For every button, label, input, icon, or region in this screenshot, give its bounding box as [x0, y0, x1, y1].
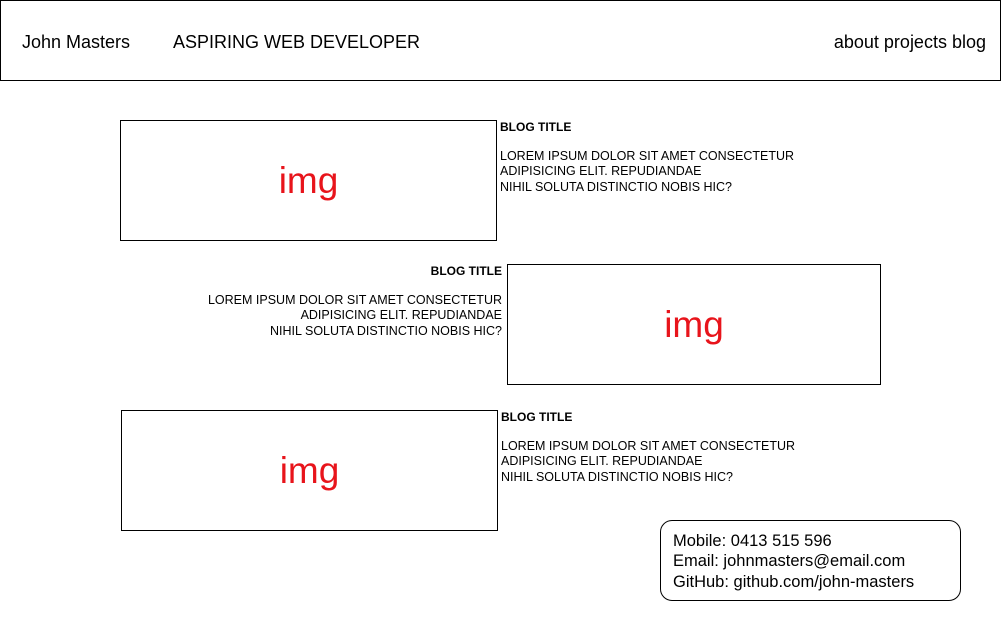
- image-placeholder-label: img: [664, 303, 724, 345]
- site-owner-name: John Masters: [22, 32, 131, 52]
- blog-post-excerpt-line: ADIPISICING ELIT. REPUDIANDAE: [501, 454, 703, 468]
- blog-post-text: BLOG TITLE LOREM IPSUM DOLOR SIT AMET CO…: [500, 120, 794, 195]
- nav-link-blog[interactable]: blog: [951, 32, 986, 52]
- site-header: John Masters ASPIRING WEB DEVELOPER abou…: [0, 0, 1001, 81]
- blog-post-title[interactable]: BLOG TITLE: [430, 264, 502, 278]
- blog-post-image: img: [120, 120, 497, 241]
- blog-post-excerpt-line: LOREM IPSUM DOLOR SIT AMET CONSECTETUR: [500, 148, 795, 163]
- image-placeholder-label: img: [278, 159, 339, 201]
- blog-post-excerpt-line: LOREM IPSUM DOLOR SIT AMET CONSECTETUR: [207, 292, 502, 307]
- image-placeholder-label: img: [279, 449, 340, 491]
- main-nav: about projects blog: [834, 32, 986, 53]
- blog-post-text: BLOG TITLE LOREM IPSUM DOLOR SIT AMET CO…: [501, 410, 795, 485]
- blog-post-title[interactable]: BLOG TITLE: [500, 120, 572, 134]
- blog-post-text: BLOG TITLE LOREM IPSUM DOLOR SIT AMET CO…: [180, 264, 502, 339]
- contact-email[interactable]: Email: johnmasters@email.com: [673, 552, 906, 570]
- site-tagline: ASPIRING WEB DEVELOPER: [173, 32, 421, 52]
- blog-post-image: img: [507, 264, 881, 385]
- blog-post-title[interactable]: BLOG TITLE: [501, 410, 573, 424]
- blog-post-excerpt-line: NIHIL SOLUTA DISTINCTIO NOBIS HIC?: [500, 179, 732, 194]
- nav-link-projects[interactable]: projects: [883, 32, 947, 52]
- contact-github[interactable]: GitHub: github.com/john-masters: [673, 573, 915, 591]
- blog-post-image: img: [121, 410, 498, 531]
- blog-post-excerpt-line: NIHIL SOLUTA DISTINCTIO NOBIS HIC?: [270, 323, 502, 338]
- blog-post-excerpt-line: ADIPISICING ELIT. REPUDIANDAE: [500, 164, 702, 178]
- contact-card: Mobile: 0413 515 596 Email: johnmasters@…: [660, 520, 961, 601]
- nav-link-about[interactable]: about: [833, 32, 879, 52]
- contact-mobile: Mobile: 0413 515 596: [673, 532, 832, 550]
- blog-post-excerpt-line: LOREM IPSUM DOLOR SIT AMET CONSECTETUR: [501, 438, 796, 453]
- blog-post-excerpt-line: ADIPISICING ELIT. REPUDIANDAE: [300, 308, 502, 322]
- blog-post-excerpt-line: NIHIL SOLUTA DISTINCTIO NOBIS HIC?: [501, 469, 733, 484]
